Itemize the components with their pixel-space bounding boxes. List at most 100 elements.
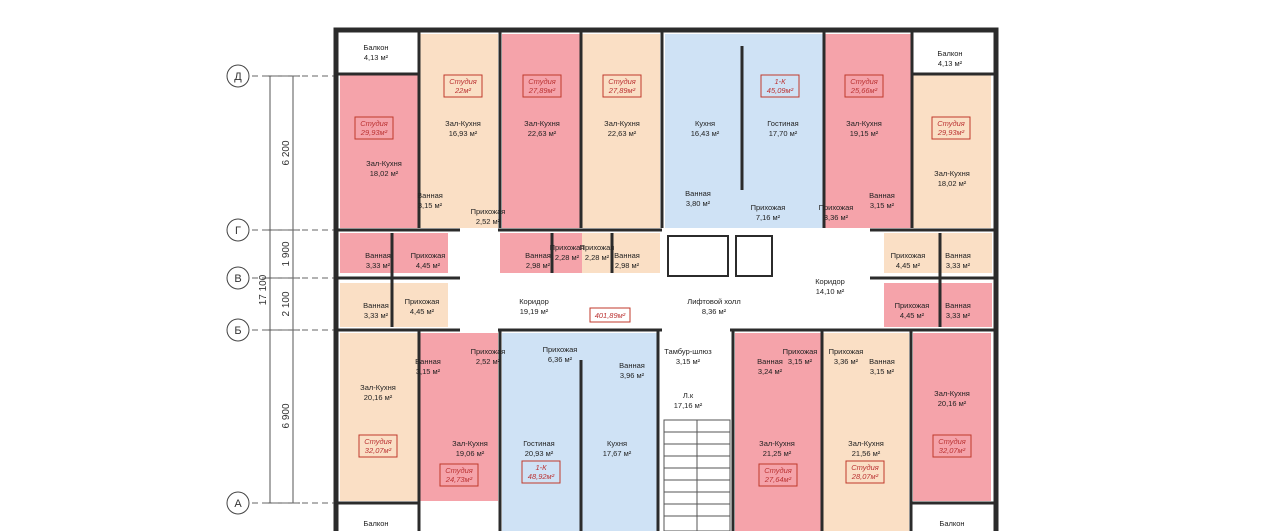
room-area: 16,43 м² [691,129,720,138]
apartment-type: Студия [608,77,636,86]
apartment-tags: Студия29,93м²Студия22м²Студия27,89м²Студ… [354,74,972,487]
room-name: Зал-Кухня [604,119,640,128]
room-area: 3,15 м² [416,367,441,376]
dim-g-v: 1 900 [281,241,292,266]
apartment-type: Студия [528,77,556,86]
room-name: Зал-Кухня [445,119,481,128]
apartment-tag: 1-К45,09м² [760,74,800,98]
apartment-tag-frame [602,74,642,98]
room-area: 19,15 м² [850,129,879,138]
axis-label-v: В [234,273,241,285]
room-area: 21,25 м² [763,449,792,458]
room-area: 21,56 м² [852,449,881,458]
room-name: Прихожая [751,203,786,212]
apartment-area: 32,07м² [939,446,966,455]
apartment-area: 29,93м² [360,128,388,137]
apartment-tag-frame [758,463,798,487]
room-area: 17,16 м² [674,401,703,410]
dim-d-g: 6 200 [281,140,292,165]
apartment-type: Студия [449,77,477,86]
room-area: 3,15 м² [676,357,701,366]
room-name: Ванная [415,357,441,366]
apartment-type: Студия [764,466,792,475]
room-name: Прихожая [405,297,440,306]
apartment-tag-frame [358,434,398,458]
apartment-tag-frame [439,463,479,487]
room-name: Ванная [525,251,551,260]
axis-label-b: Б [234,325,241,337]
room-name: Ванная [417,191,443,200]
room-area: 4,45 м² [410,307,435,316]
room-area: 16,93 м² [449,129,478,138]
room-area: 2,28 м² [555,253,580,262]
room-name: Балкон [937,49,962,58]
room-name: Зал-Кухня [524,119,560,128]
room-name: Прихожая [471,347,506,356]
room-name: Зал-Кухня [934,169,970,178]
apartment-tag-frame [354,116,394,140]
apartment-tag-frame [521,460,561,484]
apartment-tag-frame [760,74,800,98]
room-area: 2,98 м² [615,261,640,270]
room-area: 18,02 м² [370,169,399,178]
apartment-area: 25,66м² [850,86,878,95]
apartment-type: Студия [938,437,966,446]
room-area: 8,36 м² [702,307,727,316]
room-area: 3,33 м² [364,311,389,320]
room-name: Прихожая [783,347,818,356]
room-name: Ванная [945,301,971,310]
room-name: Коридор [519,297,549,306]
apartment-area: 24,73м² [445,475,473,484]
room-area: 3,33 м² [946,261,971,270]
room-name: Прихожая [543,345,578,354]
room-area: 4,13 м² [364,529,389,531]
room-area: 3,36 м² [834,357,859,366]
apartment-type: Студия [364,437,392,446]
room-name: Тамбур-шлюз [664,347,712,356]
room-name: Ванная [619,361,645,370]
room-area: 4,45 м² [896,261,921,270]
room-area: 14,10 м² [816,287,845,296]
room-name: Прихожая [819,203,854,212]
apartment-area: 48,92м² [528,472,555,481]
room-area: 3,24 м² [758,367,783,376]
room-name: Ванная [945,251,971,260]
apartment-area: 29,93м² [937,128,965,137]
room-name: Зал-Кухня [452,439,488,448]
walls [333,27,999,531]
room-area: 17,67 м² [603,449,632,458]
apartment-type: Студия [850,77,878,86]
apartment-type: Студия [360,119,388,128]
room-name: Лифтовой холл [687,297,740,306]
room-name: Ванная [685,189,711,198]
room-name: Прихожая [550,243,585,252]
apartment-tag-frame [522,74,562,98]
room-area: 3,36 м² [824,213,849,222]
